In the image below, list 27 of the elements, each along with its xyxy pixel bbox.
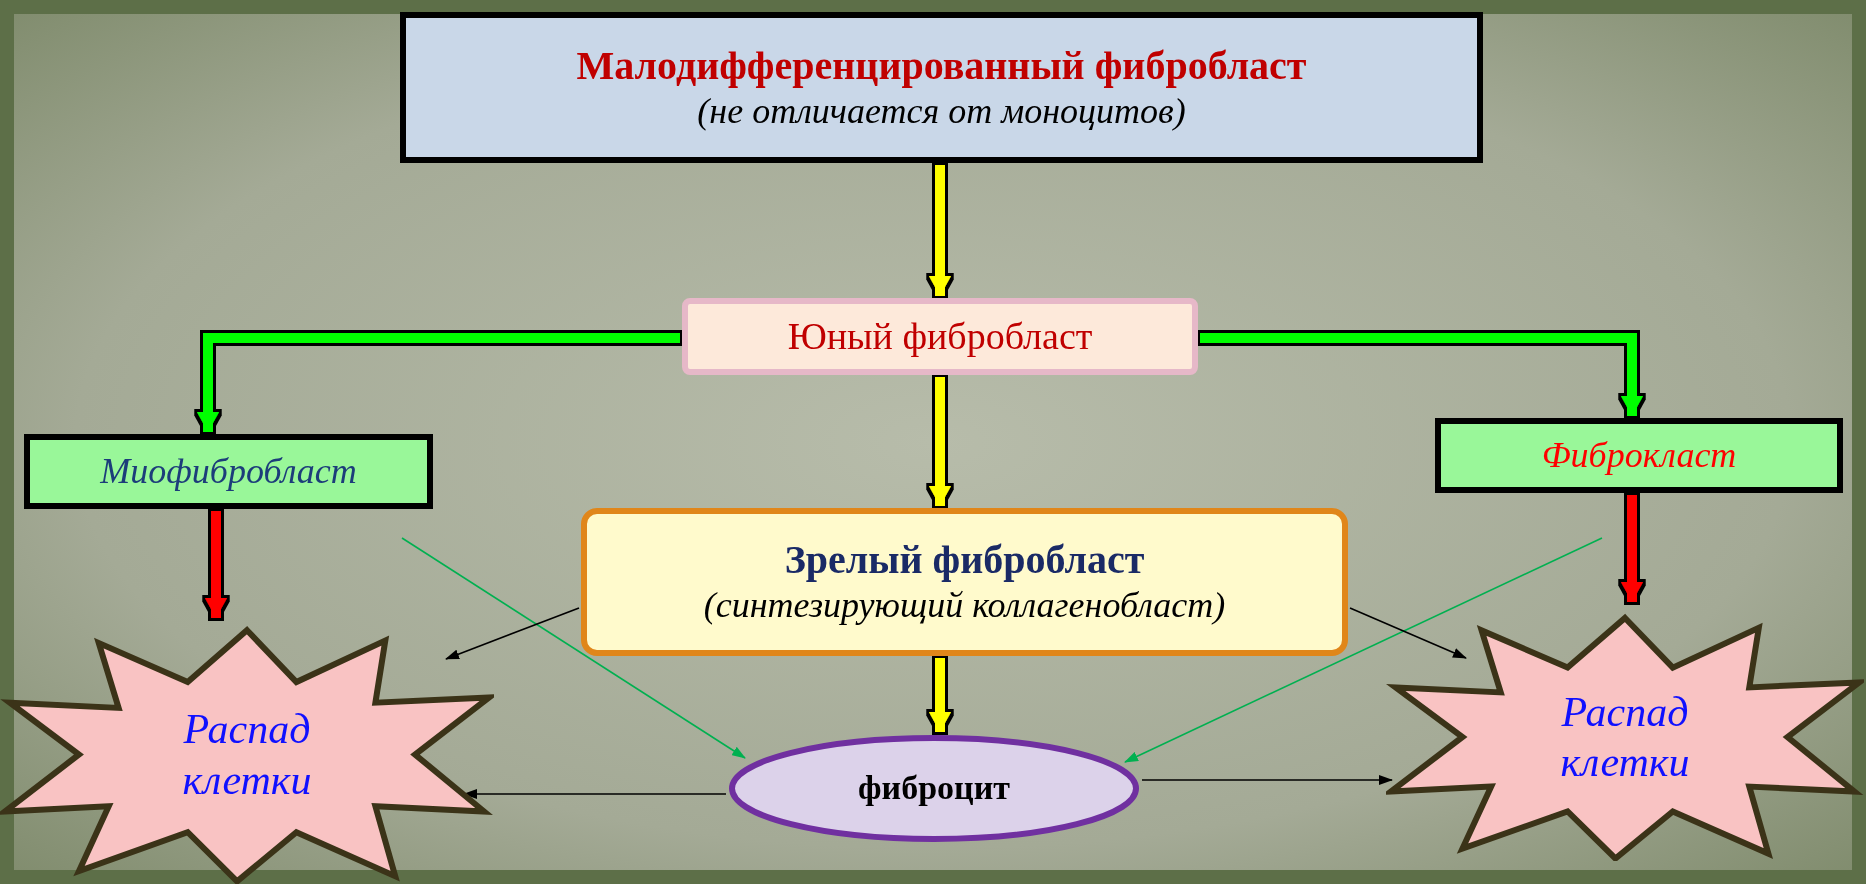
node-label: фиброцит — [858, 768, 1010, 809]
node-subtitle: (не отличается от моноцитов) — [697, 89, 1186, 133]
block-arrow — [929, 377, 951, 506]
process-box — [581, 508, 1348, 656]
node-label: Юный фибробласт — [787, 313, 1093, 359]
node-label: Миофибробласт — [100, 449, 357, 493]
arrow — [401, 537, 746, 759]
node-subtitle: (синтезирующий коллагенобласт) — [703, 584, 1226, 628]
arrow — [445, 607, 580, 660]
process-box — [682, 298, 1198, 375]
arrow — [1141, 775, 1393, 785]
block-arrow — [205, 511, 227, 618]
node-title: Зрелый фибробласт — [784, 536, 1145, 585]
node-title: Малодифференцированный фибробласт — [576, 41, 1307, 90]
block-arrow — [929, 165, 951, 296]
arrow — [1349, 607, 1467, 659]
cell-type-box — [1435, 418, 1843, 493]
process-box — [400, 12, 1483, 163]
arrow — [1124, 537, 1603, 763]
node-label: Фиброкласт — [1541, 433, 1737, 477]
node-label: Распад клетки — [1559, 687, 1691, 787]
block-arrow — [929, 658, 951, 732]
cell-type-box — [24, 434, 433, 509]
block-arrow — [197, 333, 680, 432]
node-label: Распад клетки — [181, 705, 313, 805]
block-arrow — [1200, 333, 1643, 416]
block-arrow — [1621, 495, 1643, 602]
